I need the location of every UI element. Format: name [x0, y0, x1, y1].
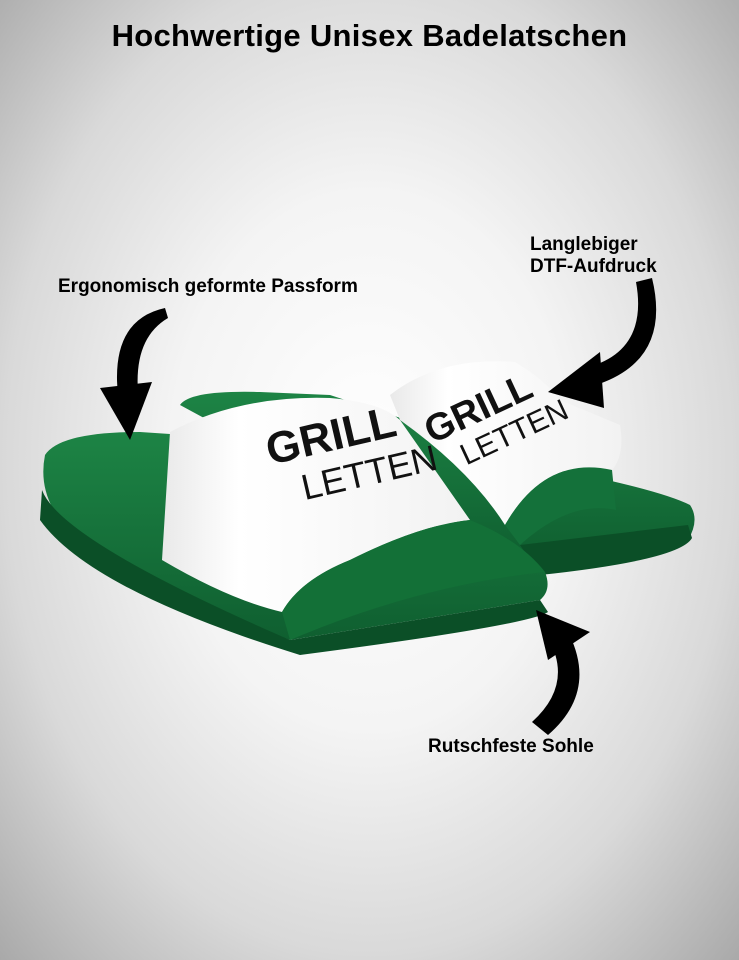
headline: Hochwertige Unisex Badelatschen [111, 18, 628, 53]
callout-fit: Ergonomisch geformte Passform [58, 276, 358, 297]
arrow-print [548, 278, 657, 408]
arrow-sole [532, 610, 590, 735]
callout-print-line2: DTF-Aufdruck [530, 256, 657, 277]
callout-sole: Rutschfeste Sohle [428, 736, 594, 757]
callout-print: Langlebiger DTF-Aufdruck [530, 234, 657, 278]
callout-print-line1: Langlebiger [530, 234, 638, 255]
front-slipper [40, 397, 548, 655]
arrow-fit [100, 308, 168, 440]
